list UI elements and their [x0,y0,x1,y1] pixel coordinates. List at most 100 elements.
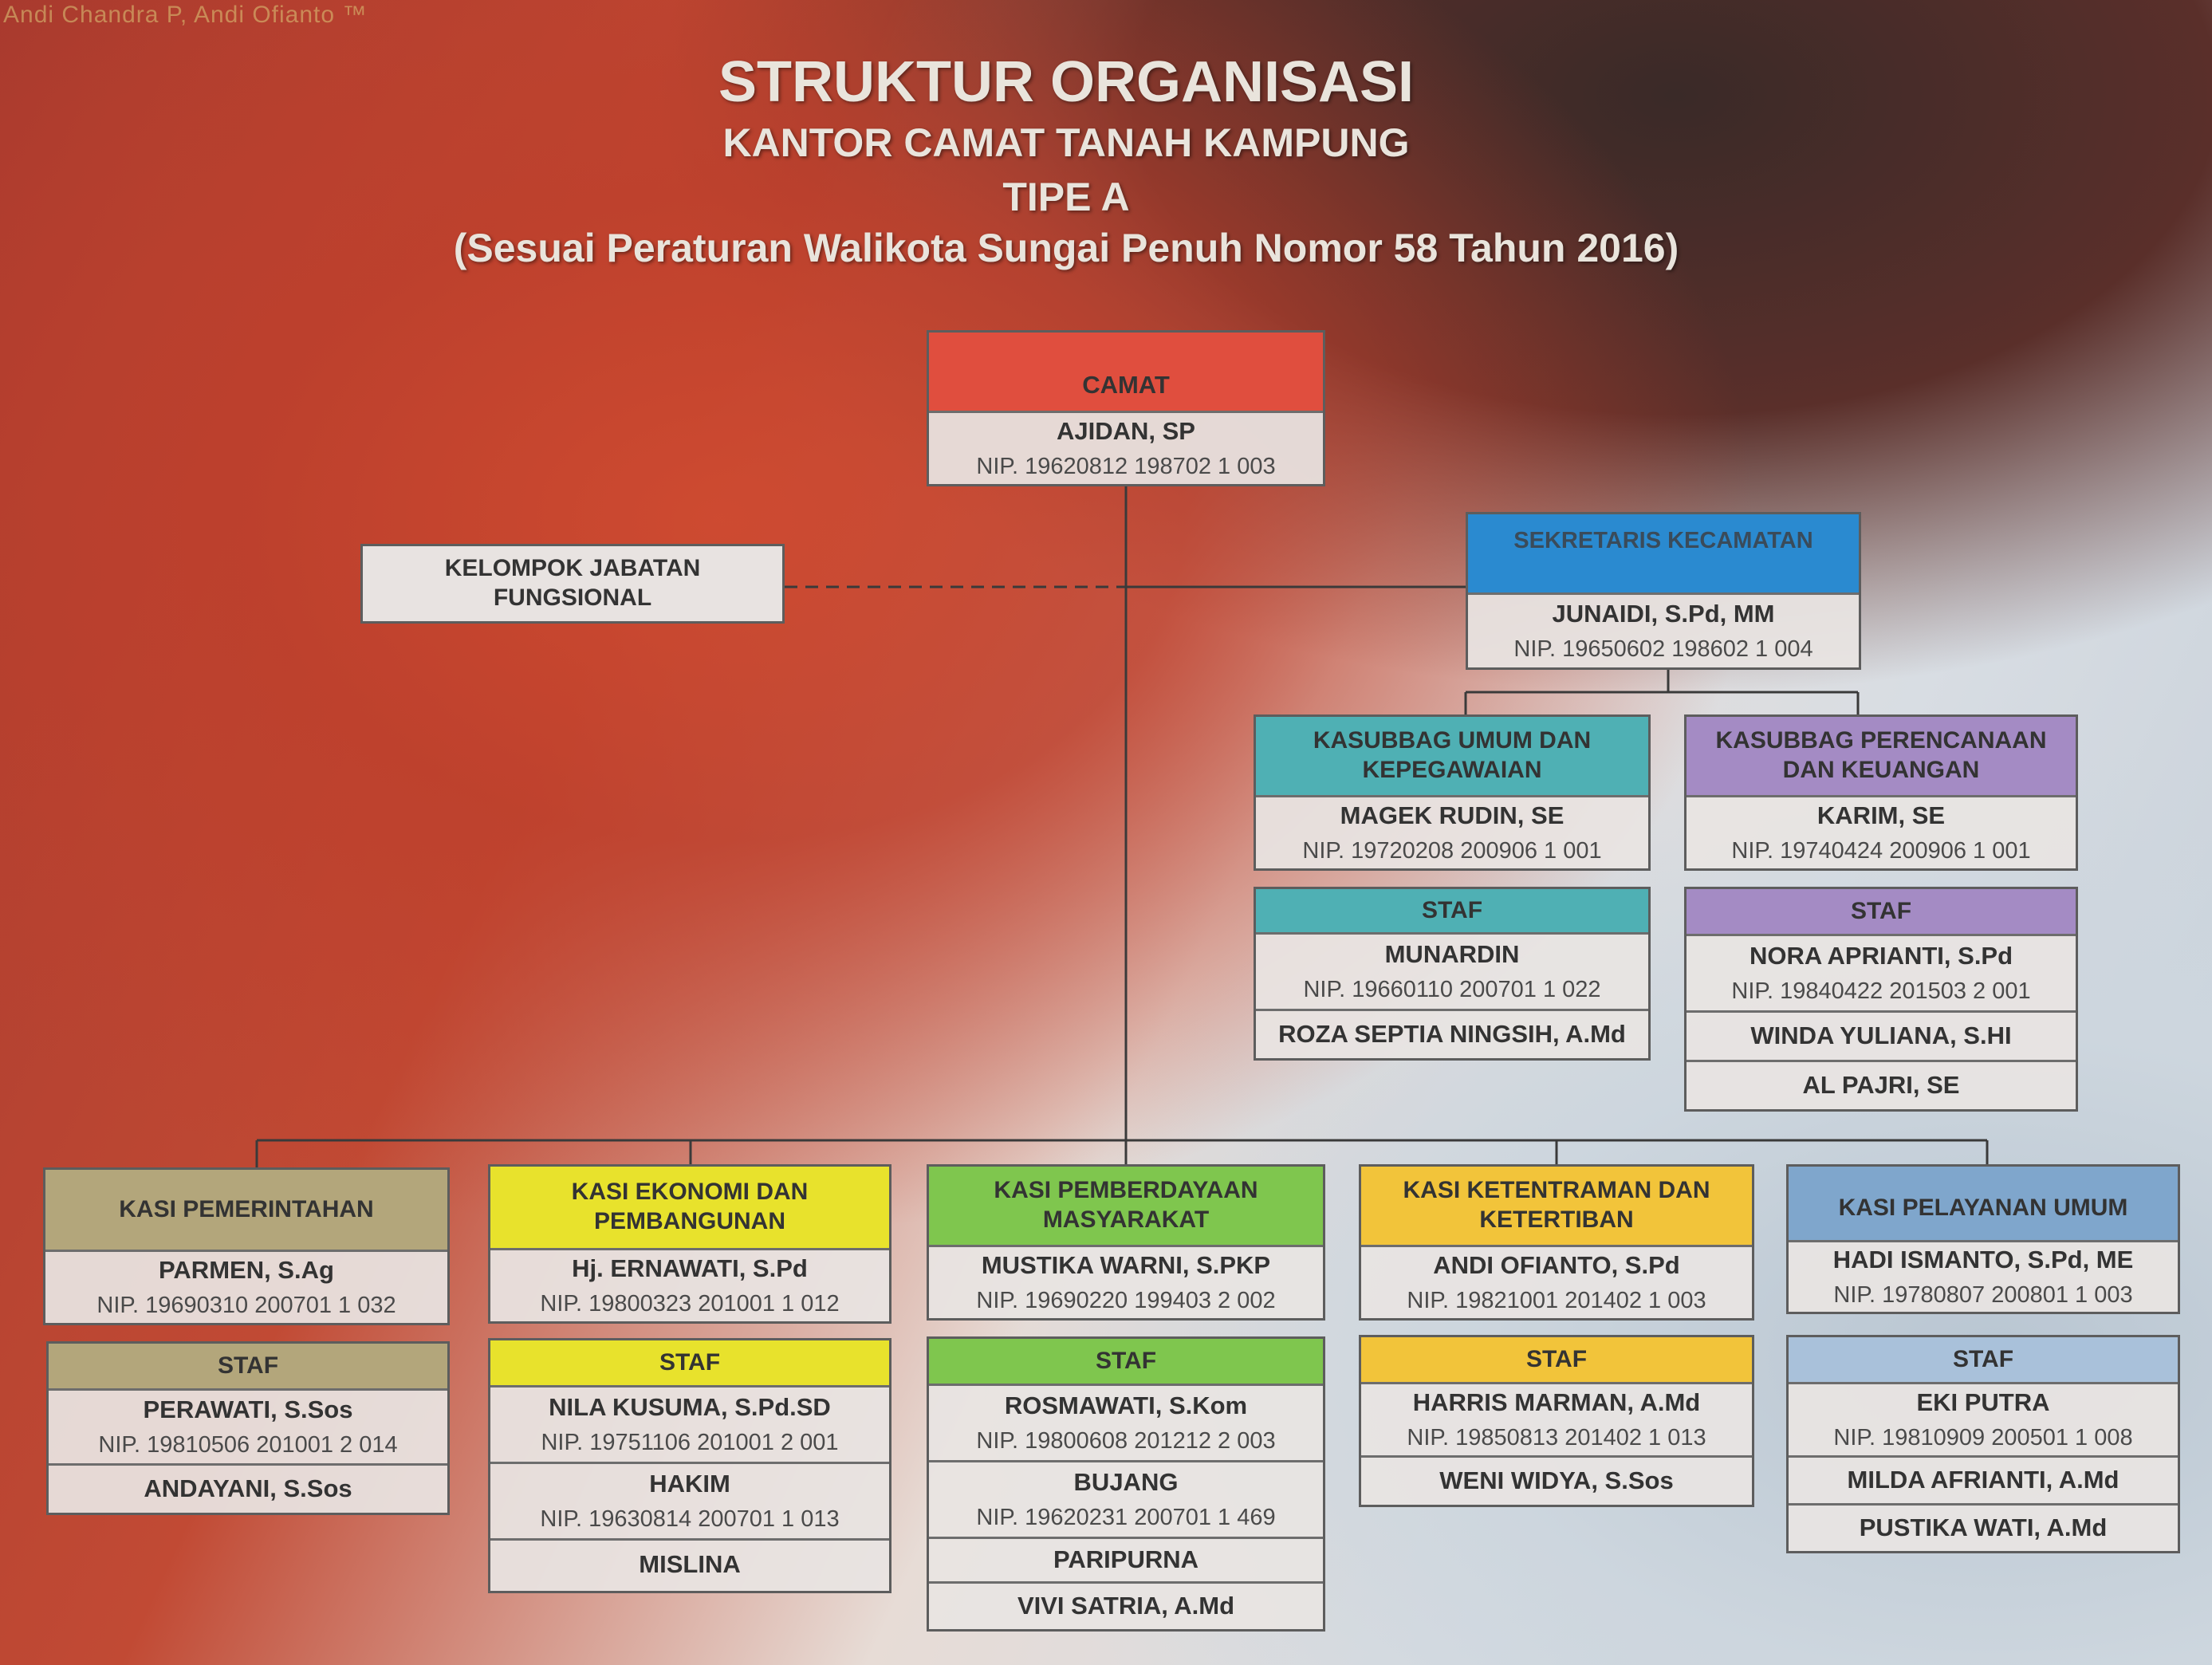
kasi-pemerintahan-box: KASI PEMERINTAHAN PARMEN, S.Ag NIP. 1969… [43,1167,450,1325]
kasubbag-umum-person: MAGEK RUDIN, SE NIP. 19720208 200906 1 0… [1256,795,1648,868]
chart-subtitle-type: TIPE A [1002,175,1130,219]
fungsional-label: KELOMPOK JABATAN FUNGSIONAL [363,546,782,621]
staf-nip: NIP. 19850813 201402 1 013 [1407,1424,1706,1450]
kasubbag-umum-box: KASUBBAG UMUM DAN KEPEGAWAIAN MAGEK RUDI… [1254,714,1651,871]
staf-name: WENI WIDYA, S.Sos [1439,1466,1674,1495]
kasubbag-perencanaan-name: KARIM, SE [1816,801,1946,829]
camat-name: AJIDAN, SP [1057,417,1195,445]
kasi-ekonomi-head-line2: PEMBANGUNAN [594,1208,785,1234]
staf-row: EKI PUTRA NIP. 19810909 200501 1 008 [1789,1382,2178,1455]
camat-person: AJIDAN, SP NIP. 19620812 198702 1 003 [929,411,1323,484]
watermark-text: Andi Chandra P, Andi Ofianto ™ [3,2,368,28]
staf-name: MISLINA [639,1550,741,1579]
staf-row: NORA APRIANTI, S.Pd NIP. 19840422 201503… [1687,934,2076,1010]
kasubbag-perencanaan-box: KASUBBAG PERENCANAAN DAN KEUANGAN KARIM,… [1684,714,2078,871]
staf-nip: NIP. 19630814 200701 1 013 [540,1506,840,1532]
kasi-pemerintahan-name: PARMEN, S.Ag [159,1256,334,1284]
kasubbag-umum-head-line1: KASUBBAG UMUM DAN [1313,727,1592,754]
chart-subtitle-office: KANTOR CAMAT TANAH KAMPUNG [722,120,1410,165]
fungsional-line2: FUNGSIONAL [493,585,652,611]
staf-name: MUNARDIN [1384,940,1520,968]
staf-nip: NIP. 19751106 201001 2 001 [541,1429,839,1455]
chart-title: STRUKTUR ORGANISASI [718,50,1414,114]
kasi-pemberdayaan-head-line1: KASI PEMBERDAYAAN [994,1177,1258,1204]
kasi-ekonomi-staf-header: STAF [490,1340,889,1385]
kasubbag-umum-staf-header: STAF [1256,889,1648,932]
staf-row: ANDAYANI, S.Sos [49,1463,447,1513]
staf-row: PARIPURNA [929,1537,1323,1581]
staf-nip: NIP. 19660110 200701 1 022 [1303,976,1601,1002]
kasi-ketentraman-staf-box: STAF HARRIS MARMAN, A.Md NIP. 19850813 2… [1359,1335,1754,1507]
staf-row: ROZA SEPTIA NINGSIH, A.Md [1256,1009,1648,1058]
staf-row: PERAWATI, S.Sos NIP. 19810506 201001 2 0… [49,1388,447,1463]
staf-name: NILA KUSUMA, S.Pd.SD [549,1393,831,1421]
kasi-ketentraman-header: KASI KETENTRAMAN DAN KETERTIBAN [1361,1167,1752,1245]
kasubbag-umum-name: MAGEK RUDIN, SE [1340,801,1565,829]
camat-nip: NIP. 19620812 198702 1 003 [976,453,1276,479]
staf-name: ROZA SEPTIA NINGSIH, A.Md [1278,1020,1626,1049]
staf-name: ROSMAWATI, S.Kom [1004,1391,1248,1419]
sekretaris-person: JUNAIDI, S.Pd, MM NIP. 19650602 198602 1… [1468,592,1859,667]
staf-row: HAKIM NIP. 19630814 200701 1 013 [490,1462,889,1538]
kasi-pelayanan-nip: NIP. 19780807 200801 1 003 [1833,1281,2133,1308]
staf-name: PUSTIKA WATI, A.Md [1859,1513,2108,1542]
staf-name: EKI PUTRA [1916,1388,2050,1416]
staf-name: ANDAYANI, S.Sos [144,1474,352,1503]
kasi-ketentraman-nip: NIP. 19821001 201402 1 003 [1407,1287,1706,1313]
kasi-ketentraman-name: ANDI OFIANTO, S.Pd [1433,1251,1680,1279]
staf-name: PARIPURNA [1053,1545,1198,1574]
kasi-ketentraman-head-line1: KASI KETENTRAMAN DAN [1403,1177,1710,1204]
kasi-pemberdayaan-staf-header: STAF [929,1339,1323,1384]
staf-row: WINDA YULIANA, S.HI [1687,1010,2076,1060]
kasi-ketentraman-head-line2: KETERTIBAN [1479,1206,1634,1233]
staf-row: NILA KUSUMA, S.Pd.SD NIP. 19751106 20100… [490,1385,889,1462]
kasubbag-perencanaan-header: KASUBBAG PERENCANAAN DAN KEUANGAN [1687,717,2076,795]
kasi-ekonomi-box: KASI EKONOMI DAN PEMBANGUNAN Hj. ERNAWAT… [488,1164,891,1324]
staf-name: NORA APRIANTI, S.Pd [1749,942,2013,970]
kasi-ekonomi-person: Hj. ERNAWATI, S.Pd NIP. 19800323 201001 … [490,1248,889,1321]
fungsional-line1: KELOMPOK JABATAN [444,555,701,582]
kasi-ekonomi-name: Hj. ERNAWATI, S.Pd [572,1254,808,1282]
kasi-pemerintahan-nip: NIP. 19690310 200701 1 032 [96,1292,396,1318]
camat-header: CAMAT [929,333,1323,411]
kasi-pemberdayaan-box: KASI PEMBERDAYAAN MASYARAKAT MUSTIKA WAR… [927,1164,1325,1321]
camat-box: CAMAT AJIDAN, SP NIP. 19620812 198702 1 … [927,330,1325,486]
kasi-pemberdayaan-staf-box: STAF ROSMAWATI, S.Kom NIP. 19800608 2012… [927,1336,1325,1632]
staf-row: ROSMAWATI, S.Kom NIP. 19800608 201212 2 … [929,1384,1323,1460]
staf-nip: NIP. 19620231 200701 1 469 [976,1504,1276,1530]
staf-name: BUJANG [1073,1468,1179,1496]
kasi-pemerintahan-header: KASI PEMERINTAHAN [45,1170,447,1250]
kasi-pemberdayaan-person: MUSTIKA WARNI, S.PKP NIP. 19690220 19940… [929,1245,1323,1318]
kasi-pelayanan-staf-header: STAF [1789,1337,2178,1382]
staf-row: HARRIS MARMAN, A.Md NIP. 19850813 201402… [1361,1382,1752,1455]
staf-name: PERAWATI, S.Sos [143,1395,353,1423]
kasi-ekonomi-header: KASI EKONOMI DAN PEMBANGUNAN [490,1167,889,1248]
staf-name: VIVI SATRIA, A.Md [1017,1592,1235,1620]
chart-subtitle-regulation: (Sesuai Peraturan Walikota Sungai Penuh … [453,226,1679,270]
kasubbag-perencanaan-staf-header: STAF [1687,889,2076,934]
kasi-ekonomi-staf-box: STAF NILA KUSUMA, S.Pd.SD NIP. 19751106 … [488,1338,891,1593]
sekretaris-name: JUNAIDI, S.Pd, MM [1552,600,1775,628]
kasi-pelayanan-header: KASI PELAYANAN UMUM [1789,1167,2178,1240]
kasi-pemberdayaan-nip: NIP. 19690220 199403 2 002 [976,1287,1276,1313]
kasubbag-perencanaan-staf-box: STAF NORA APRIANTI, S.Pd NIP. 19840422 2… [1684,887,2078,1112]
sekretaris-box: SEKRETARIS KECAMATAN JUNAIDI, S.Pd, MM N… [1466,512,1861,670]
sekretaris-nip: NIP. 19650602 198602 1 004 [1513,636,1813,662]
staf-name: HAKIM [649,1470,730,1498]
kasi-ketentraman-box: KASI KETENTRAMAN DAN KETERTIBAN ANDI OFI… [1359,1164,1754,1321]
staf-nip: NIP. 19840422 201503 2 001 [1731,978,2031,1004]
kasi-ekonomi-head-line1: KASI EKONOMI DAN [571,1179,809,1206]
kasi-ketentraman-person: ANDI OFIANTO, S.Pd NIP. 19821001 201402 … [1361,1245,1752,1318]
sekretaris-header: SEKRETARIS KECAMATAN [1468,514,1859,592]
kasi-pelayanan-person: HADI ISMANTO, S.Pd, ME NIP. 19780807 200… [1789,1240,2178,1312]
staf-row: MISLINA [490,1538,889,1589]
staf-name: MILDA AFRIANTI, A.Md [1847,1466,2120,1494]
staf-row: PUSTIKA WATI, A.Md [1789,1503,2178,1551]
kasubbag-perencanaan-head-line2: DAN KEUANGAN [1782,757,1980,783]
kasi-pemerintahan-staf-header: STAF [49,1344,447,1388]
kasubbag-perencanaan-head-line1: KASUBBAG PERENCANAAN [1715,727,2047,754]
kasi-pemberdayaan-name: MUSTIKA WARNI, S.PKP [981,1251,1271,1279]
staf-row: AL PAJRI, SE [1687,1060,2076,1109]
staf-name: HARRIS MARMAN, A.Md [1412,1388,1701,1416]
kasi-ekonomi-nip: NIP. 19800323 201001 1 012 [540,1290,840,1317]
